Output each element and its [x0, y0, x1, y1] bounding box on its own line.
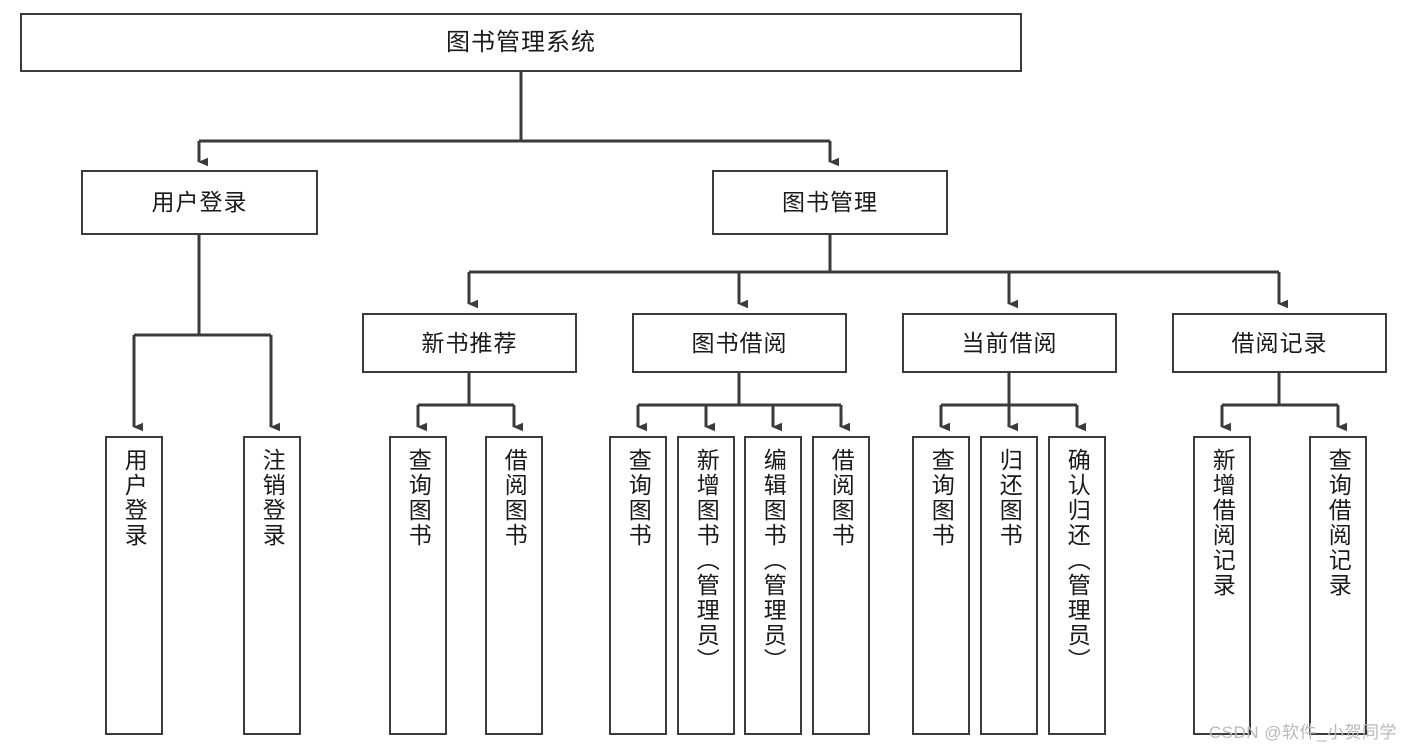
leaf-query-book-1[interactable]: 查询图书 — [389, 436, 447, 735]
node-label: 查询借阅记录 — [1325, 448, 1352, 598]
node-label: 图书管理 — [782, 189, 878, 215]
leaf-query-record[interactable]: 查询借阅记录 — [1309, 436, 1367, 735]
leaf-borrow-book-1[interactable]: 借阅图书 — [485, 436, 543, 735]
node-label: 归还图书 — [996, 448, 1023, 548]
leaf-add-book[interactable]: 新增图书（管理员） — [677, 436, 735, 735]
node-user-login[interactable]: 用户登录 — [81, 170, 318, 235]
leaf-query-book-3[interactable]: 查询图书 — [912, 436, 970, 735]
leaf-user-login[interactable]: 用户登录 — [105, 436, 163, 735]
node-label: 借阅记录 — [1231, 329, 1328, 356]
node-book-management[interactable]: 图书管理 — [712, 170, 948, 235]
node-label: 借阅图书 — [828, 448, 855, 548]
csdn-watermark: CSDN @软件_小贺同学 — [1208, 723, 1397, 742]
node-new-book-recommend[interactable]: 新书推荐 — [362, 313, 577, 373]
node-borrow-record[interactable]: 借阅记录 — [1172, 313, 1387, 373]
leaf-query-book-2[interactable]: 查询图书 — [609, 436, 667, 735]
node-label: 编辑图书（管理员） — [760, 448, 787, 673]
leaf-return-book[interactable]: 归还图书 — [980, 436, 1038, 735]
leaf-confirm-return[interactable]: 确认归还（管理员） — [1048, 436, 1106, 735]
node-label: 图书借阅 — [691, 329, 788, 356]
leaf-borrow-book-2[interactable]: 借阅图书 — [812, 436, 870, 735]
node-label: 借阅图书 — [501, 448, 528, 548]
node-current-borrow[interactable]: 当前借阅 — [902, 313, 1117, 373]
node-label: 新增借阅记录 — [1209, 448, 1236, 598]
node-label: 查询图书 — [405, 448, 432, 548]
node-label: 查询图书 — [928, 448, 955, 548]
node-label: 新书推荐 — [421, 329, 518, 356]
node-label: 新增图书（管理员） — [693, 448, 720, 673]
leaf-add-record[interactable]: 新增借阅记录 — [1193, 436, 1251, 735]
node-book-borrow[interactable]: 图书借阅 — [632, 313, 847, 373]
node-label: 注销登录 — [259, 448, 286, 548]
node-label: 用户登录 — [121, 448, 148, 548]
node-root-system[interactable]: 图书管理系统 — [20, 13, 1022, 72]
node-label: 确认归还（管理员） — [1064, 448, 1091, 673]
node-label: 查询图书 — [625, 448, 652, 548]
leaf-logout-login[interactable]: 注销登录 — [243, 436, 301, 735]
node-label: 用户登录 — [151, 189, 248, 215]
node-label: 图书管理系统 — [446, 28, 596, 56]
leaf-edit-book[interactable]: 编辑图书（管理员） — [744, 436, 802, 735]
node-label: 当前借阅 — [961, 329, 1058, 356]
